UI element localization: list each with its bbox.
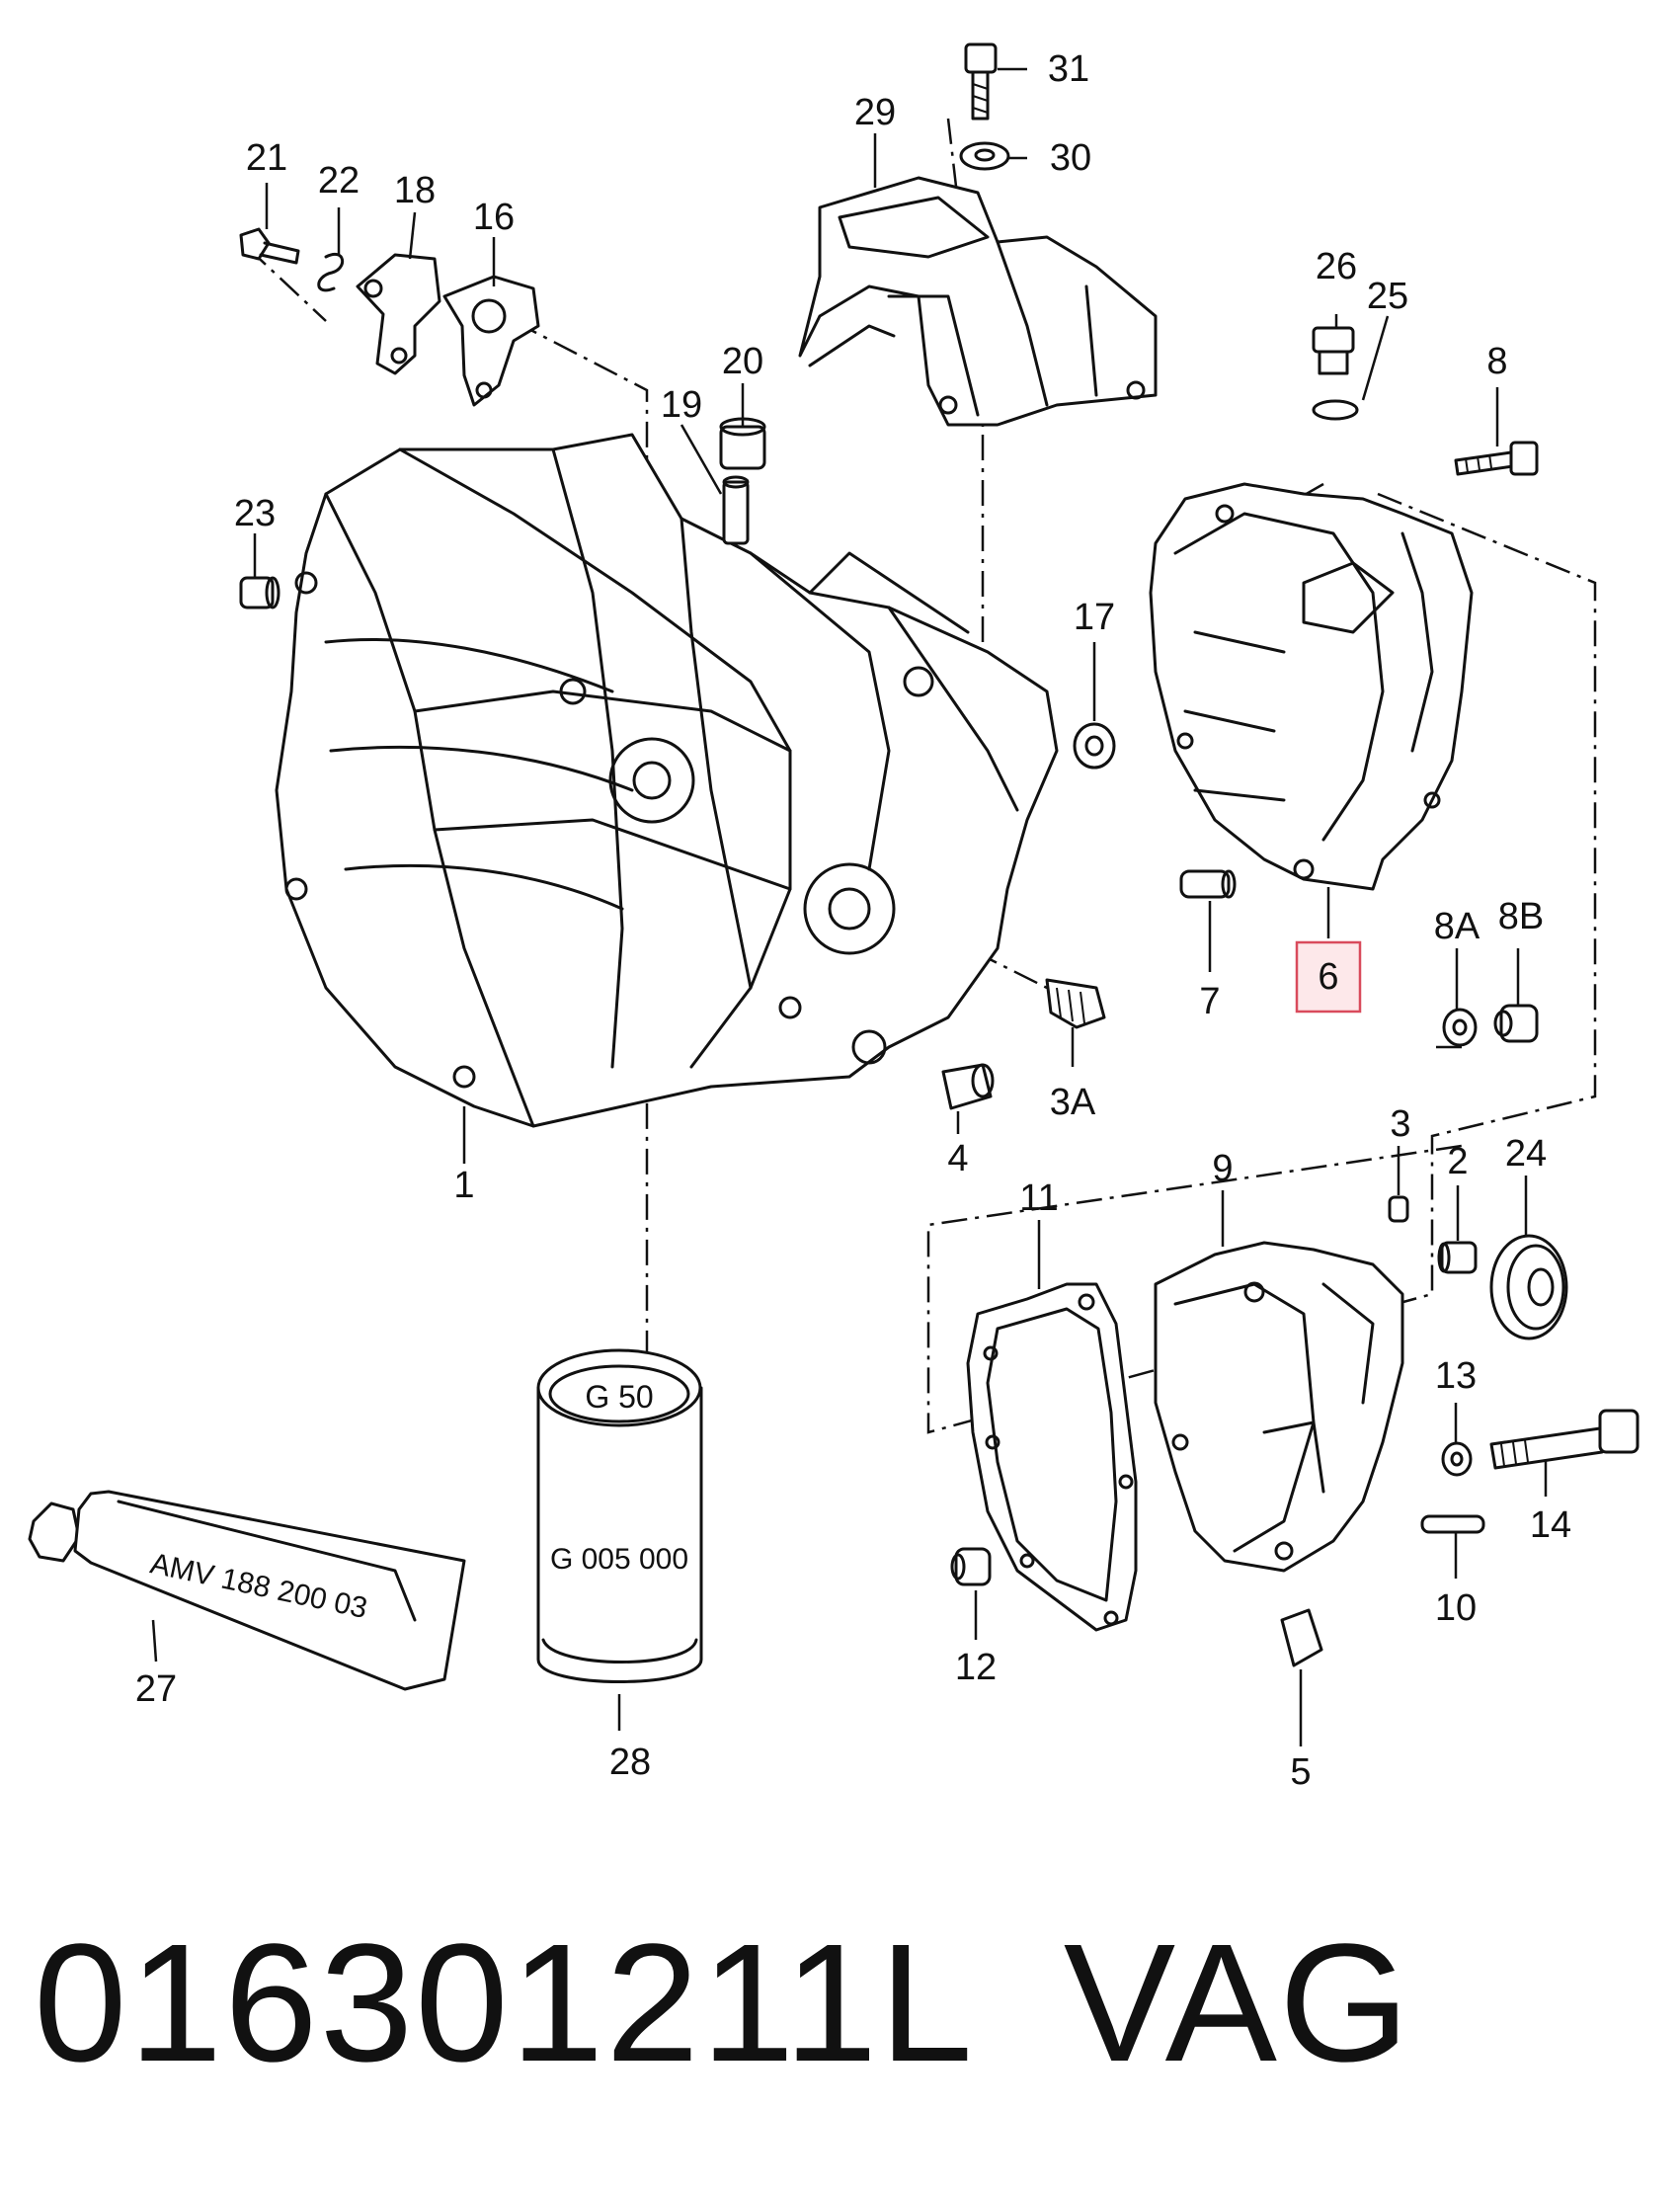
bolt-14 [1489, 1409, 1640, 1470]
callout-10: 10 [1435, 1587, 1477, 1629]
bolt-8 [1454, 441, 1539, 476]
pin-10 [1420, 1514, 1485, 1534]
leader-lines [151, 67, 1548, 1746]
callout-1: 1 [453, 1165, 474, 1206]
can-top-label: G 50 [585, 1379, 653, 1415]
bushing-12 [950, 1547, 992, 1586]
plug-26 [1312, 326, 1355, 375]
callout-3A: 3A [1050, 1082, 1096, 1123]
callout-3: 3 [1390, 1103, 1410, 1145]
callout-4: 4 [947, 1138, 968, 1179]
callout-23: 23 [234, 493, 276, 534]
callout-labels: 31 30 29 21 22 18 16 20 19 23 17 3A 4 1 … [135, 48, 1571, 1793]
callout-5: 5 [1290, 1751, 1311, 1793]
highlight-box-6 [1295, 940, 1362, 1014]
cover-29 [798, 176, 1158, 427]
plug-3A [1045, 978, 1106, 1029]
callout-20: 20 [722, 341, 763, 382]
bolt-21 [239, 227, 300, 265]
callout-17: 17 [1074, 597, 1115, 638]
pulley-24 [1489, 1234, 1568, 1340]
plug-8B [1493, 1004, 1539, 1043]
callout-8A: 8A [1434, 906, 1480, 947]
callout-30: 30 [1050, 137, 1091, 179]
pin-7 [1179, 869, 1237, 899]
callout-21: 21 [246, 137, 287, 179]
callout-11: 11 [1019, 1177, 1058, 1219]
callout-9: 9 [1212, 1148, 1233, 1189]
callout-22: 22 [318, 160, 360, 202]
washer-13 [1441, 1441, 1473, 1477]
washer-30 [959, 141, 1010, 171]
tube-27: AMV 188 200 03 [28, 1490, 466, 1691]
callout-16: 16 [473, 197, 515, 238]
callout-26: 26 [1316, 246, 1357, 287]
callout-18: 18 [394, 170, 436, 211]
callout-8B: 8B [1498, 896, 1544, 937]
bracket-18 [356, 253, 441, 375]
washer-25 [1312, 399, 1359, 421]
housing-9 [1154, 1241, 1404, 1573]
clip-22 [317, 253, 344, 292]
callout-29: 29 [854, 92, 896, 133]
pin-3 [1388, 1195, 1409, 1223]
seal-17 [1073, 722, 1116, 770]
sleeve-2 [1437, 1241, 1478, 1274]
gasket-16 [442, 275, 540, 407]
callout-28: 28 [609, 1742, 651, 1783]
callout-6: 6 [1318, 956, 1338, 998]
bushing-4 [941, 1063, 995, 1110]
callout-12: 12 [955, 1647, 997, 1688]
callout-24: 24 [1505, 1133, 1547, 1175]
callout-14: 14 [1530, 1504, 1571, 1546]
footer-caption: 016301211L VAG [34, 1907, 1411, 2100]
part-number: 016301211L [34, 1909, 975, 2097]
washer-8A [1442, 1008, 1478, 1047]
main-housing [275, 433, 1059, 1128]
callout-31: 31 [1048, 48, 1089, 90]
rear-cover-6 [1149, 482, 1474, 891]
callout-8: 8 [1486, 341, 1507, 382]
can-side-label: G 005 000 [550, 1543, 688, 1576]
gasket-11 [966, 1282, 1138, 1632]
pin-19 [722, 475, 750, 545]
can-28: G 50 G 005 000 [536, 1348, 703, 1683]
key-5 [1280, 1608, 1323, 1667]
callout-7: 7 [1199, 981, 1220, 1022]
callout-27: 27 [135, 1668, 177, 1710]
callout-2: 2 [1447, 1141, 1468, 1182]
brand: VAG [1063, 1909, 1412, 2097]
plug-23 [239, 576, 280, 609]
bolt-31 [964, 42, 998, 121]
callout-13: 13 [1435, 1355, 1477, 1397]
callout-19: 19 [661, 384, 702, 426]
callout-25: 25 [1367, 276, 1408, 317]
